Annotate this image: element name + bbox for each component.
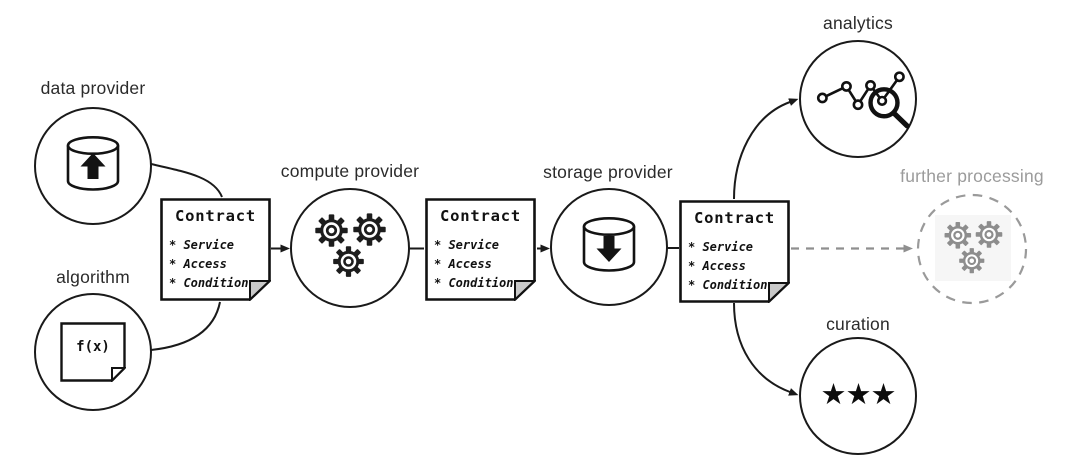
node-analytics: [799, 40, 917, 158]
gears-icon: [311, 211, 389, 286]
database-upload-icon: [65, 135, 121, 197]
contract-note-2: Contract * Service * Access * Condition: [425, 198, 536, 301]
label-curation: curation: [826, 314, 890, 334]
database-download-icon: [581, 216, 637, 278]
function-text: f(x): [76, 339, 110, 355]
label-algorithm: algorithm: [56, 267, 130, 287]
contract-title: Contract: [174, 207, 257, 225]
contract-title: Contract: [439, 207, 522, 225]
function-note-icon: f(x): [60, 322, 127, 383]
node-compute-provider: [290, 188, 410, 308]
label-data-provider: data provider: [40, 78, 146, 98]
gears-muted-icon: [935, 215, 1011, 281]
node-storage-provider: [550, 188, 668, 306]
label-storage-provider: storage provider: [543, 162, 673, 182]
contract-item: * Access: [434, 257, 492, 271]
node-curation: ★★★: [799, 337, 917, 455]
contract-item: * Access: [688, 259, 746, 273]
three-stars-icon: ★★★: [820, 376, 897, 411]
label-further-processing: further processing: [900, 166, 1044, 186]
contract-item: * Service: [169, 238, 235, 252]
contract-item: * Condition: [169, 276, 249, 290]
contract-item: * Condition: [688, 278, 768, 292]
contract-note-1: Contract * Service * Access * Condition: [160, 198, 271, 301]
contract-item: * Access: [169, 257, 227, 271]
label-compute-provider: compute provider: [280, 161, 420, 181]
contract-item: * Condition: [434, 276, 514, 290]
contract-item: * Service: [434, 238, 500, 252]
contract-note-3: Contract * Service * Access * Condition: [679, 200, 790, 303]
contract-item: * Service: [688, 240, 754, 254]
label-analytics: analytics: [823, 13, 893, 33]
chart-magnifier-icon: [806, 54, 910, 145]
node-data-provider: [34, 107, 152, 225]
contract-title: Contract: [693, 209, 776, 227]
node-further-processing: [916, 193, 1028, 305]
node-algorithm: f(x): [34, 293, 152, 411]
